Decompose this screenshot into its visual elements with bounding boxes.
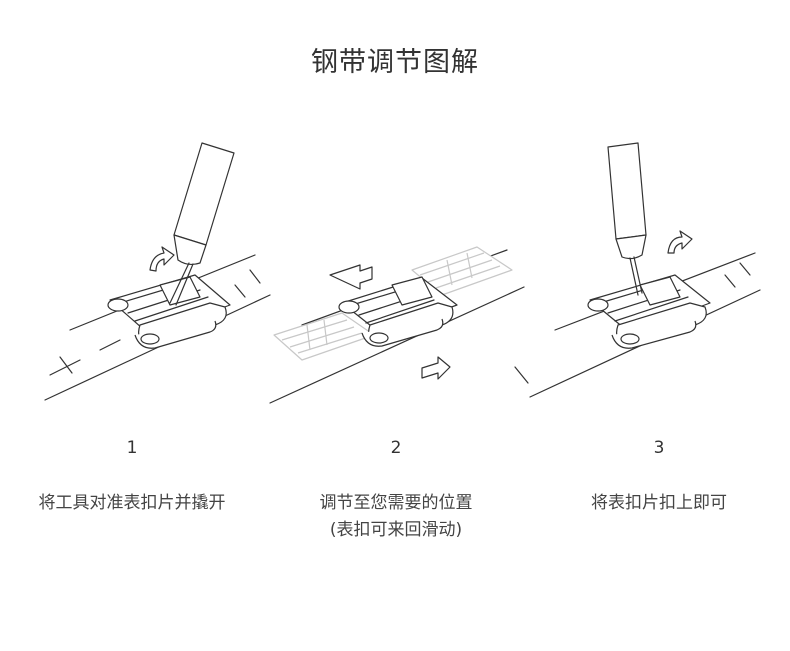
- clasp-pin-end: [338, 300, 360, 314]
- arrow-right-icon: [421, 356, 451, 380]
- clasp-ridge: [134, 296, 209, 322]
- clasp-pry-diagram: [44, 142, 271, 401]
- ghost-clasp-left: [273, 312, 375, 361]
- step-2-caption: 调节至您需要的位置 (表扣可来回滑动): [266, 490, 526, 544]
- clasp-latch: [639, 276, 681, 306]
- clasp-close-diagram: [514, 142, 761, 398]
- ghost-clasp-right: [411, 246, 513, 296]
- step-1-number: 1: [126, 438, 138, 458]
- clasp-pin-end: [140, 333, 160, 345]
- step-2-caption-text: 调节至您需要的位置: [319, 493, 473, 513]
- step-1-caption-text: 将工具对准表扣片并撬开: [38, 493, 226, 513]
- strap-link-line: [59, 356, 73, 374]
- step-3-caption: 将表扣片扣上即可: [529, 490, 789, 517]
- step-1-illustration: [40, 135, 271, 415]
- arrow-left-icon: [329, 264, 373, 290]
- strap-link-line: [514, 366, 529, 384]
- step-2-illustration: [262, 135, 527, 415]
- clasp-latch: [391, 276, 433, 306]
- step-2-number: 2: [390, 438, 402, 458]
- clasp-ridge: [614, 296, 689, 322]
- strap-link-line: [249, 269, 261, 284]
- step-3-caption-text: 将表扣片扣上即可: [591, 493, 727, 513]
- rotate-arrow-icon: [667, 230, 693, 254]
- strap-link-line: [99, 339, 121, 351]
- step-2-caption-note: (表扣可来回滑动): [329, 520, 463, 540]
- clasp-pin-end: [620, 333, 640, 345]
- strap-link-line: [49, 359, 81, 376]
- tool-icon: [169, 142, 235, 306]
- strap-link-line: [724, 274, 736, 288]
- step-1-caption: 将工具对准表扣片并撬开: [2, 490, 262, 517]
- strap-edge-lower: [269, 286, 525, 404]
- rotate-arrow-icon: [149, 246, 175, 272]
- clasp-slide-diagram: [269, 246, 525, 404]
- tool-icon: [607, 142, 647, 296]
- clasp-pin-end: [107, 298, 129, 312]
- clasp-pin-end: [369, 332, 389, 344]
- clasp-ridge: [365, 299, 435, 324]
- clasp-pin-end: [587, 298, 609, 312]
- strap-link-line: [739, 262, 751, 276]
- strap-link-line: [234, 284, 246, 298]
- page-title: 钢带调节图解: [311, 47, 479, 78]
- step-3-number: 3: [653, 438, 665, 458]
- clasp-latch: [159, 276, 201, 306]
- step-3-illustration: [510, 135, 761, 415]
